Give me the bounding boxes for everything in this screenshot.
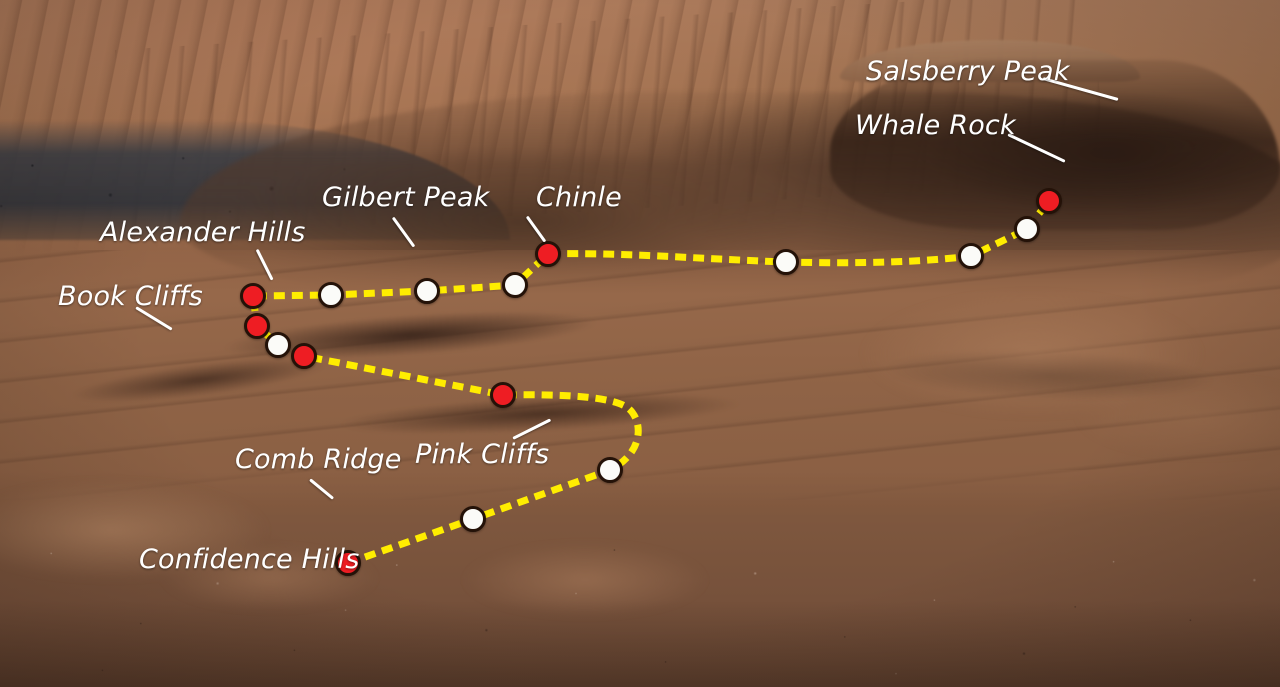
waypoint-red-7 [335, 550, 361, 576]
label-confidence-hills: Confidence Hills [139, 544, 360, 575]
label-gilbert-peak: Gilbert Peak [322, 182, 490, 213]
waypoint-red-4 [244, 313, 270, 339]
foreground-pebbles [0, 520, 1280, 687]
foreground-shadow [0, 600, 1280, 687]
waypoint-red-3 [240, 283, 266, 309]
waypoint-white-6 [318, 282, 344, 308]
waypoint-white-1 [1014, 216, 1040, 242]
label-chinle: Chinle [536, 182, 622, 213]
waypoint-white-8 [597, 457, 623, 483]
rover-traverse-route [249, 198, 1052, 567]
waypoint-white-9 [460, 506, 486, 532]
waypoint-red-2 [535, 241, 561, 267]
waypoint-white-5 [414, 278, 440, 304]
waypoint-white-7 [265, 332, 291, 358]
label-book-cliffs: Book Cliffs [58, 281, 203, 312]
waypoint-white-3 [773, 249, 799, 275]
waypoint-red-5 [291, 343, 317, 369]
label-pink-cliffs: Pink Cliffs [415, 439, 550, 470]
label-salsberry-peak: Salsberry Peak [866, 56, 1070, 87]
waypoint-white-2 [958, 243, 984, 269]
right-sand-sweep [860, 270, 1280, 480]
waypoint-white-4 [502, 272, 528, 298]
waypoint-red-6 [490, 382, 516, 408]
label-comb-ridge: Comb Ridge [235, 444, 402, 475]
label-alexander-hills: Alexander Hills [100, 217, 306, 248]
label-whale-rock: Whale Rock [855, 110, 1016, 141]
waypoint-red-1 [1036, 188, 1062, 214]
